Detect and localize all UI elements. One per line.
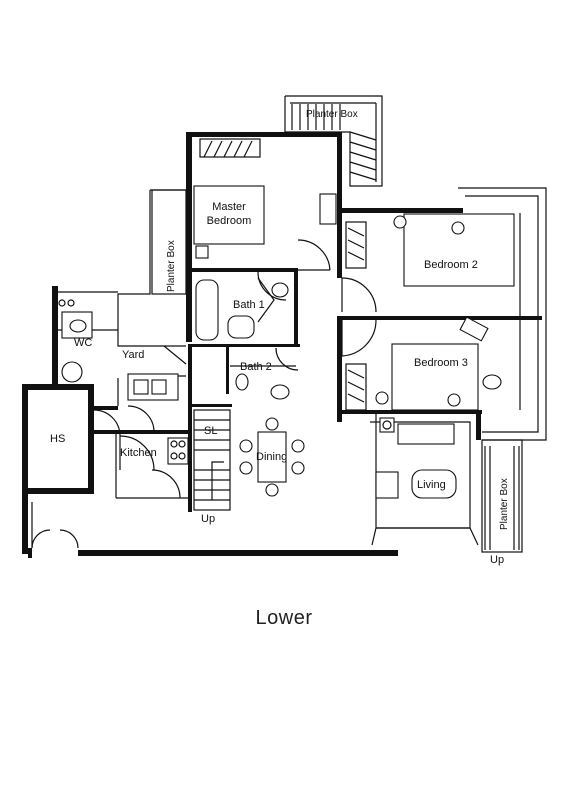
label-wc: WC (74, 337, 92, 349)
label-bedroom3: Bedroom 3 (414, 357, 468, 369)
window-bedroom2 (345, 221, 367, 269)
window-bedroom3 (345, 363, 367, 411)
kitchen-fixtures (127, 373, 189, 465)
label-up-right: Up (490, 554, 504, 566)
label-planter-top: Planter Box (306, 109, 358, 120)
window-master (199, 138, 261, 158)
stairs (193, 409, 231, 511)
bedroom2-bed (393, 213, 515, 287)
label-master-line1: Master (212, 201, 246, 213)
doors (31, 239, 377, 549)
plan-title: Lower (256, 607, 313, 629)
planter-box-right (481, 439, 523, 553)
label-planter-right: Planter Box (499, 478, 510, 530)
label-kitchen: Kitchen (120, 447, 157, 459)
label-planter-left: Planter Box (166, 240, 177, 292)
label-bath1: Bath 1 (233, 299, 265, 311)
label-master-line2: Bedroom (207, 215, 252, 227)
master-bed (193, 185, 337, 259)
bedroom3-bed (375, 316, 502, 411)
living-set (375, 417, 457, 499)
dining-set (239, 417, 305, 497)
label-bath2: Bath 2 (240, 361, 272, 373)
walls (22, 132, 542, 558)
label-bedroom2: Bedroom 2 (424, 259, 478, 271)
label-sl: SL (204, 425, 217, 437)
label-living: Living (417, 479, 446, 491)
planter-box-left (151, 189, 187, 295)
wc-fixtures (58, 299, 93, 383)
label-dining: Dining (256, 451, 287, 463)
bath1-fixtures (195, 277, 289, 341)
label-hs: HS (50, 433, 65, 445)
label-up-left: Up (201, 513, 215, 525)
label-yard: Yard (122, 349, 144, 361)
